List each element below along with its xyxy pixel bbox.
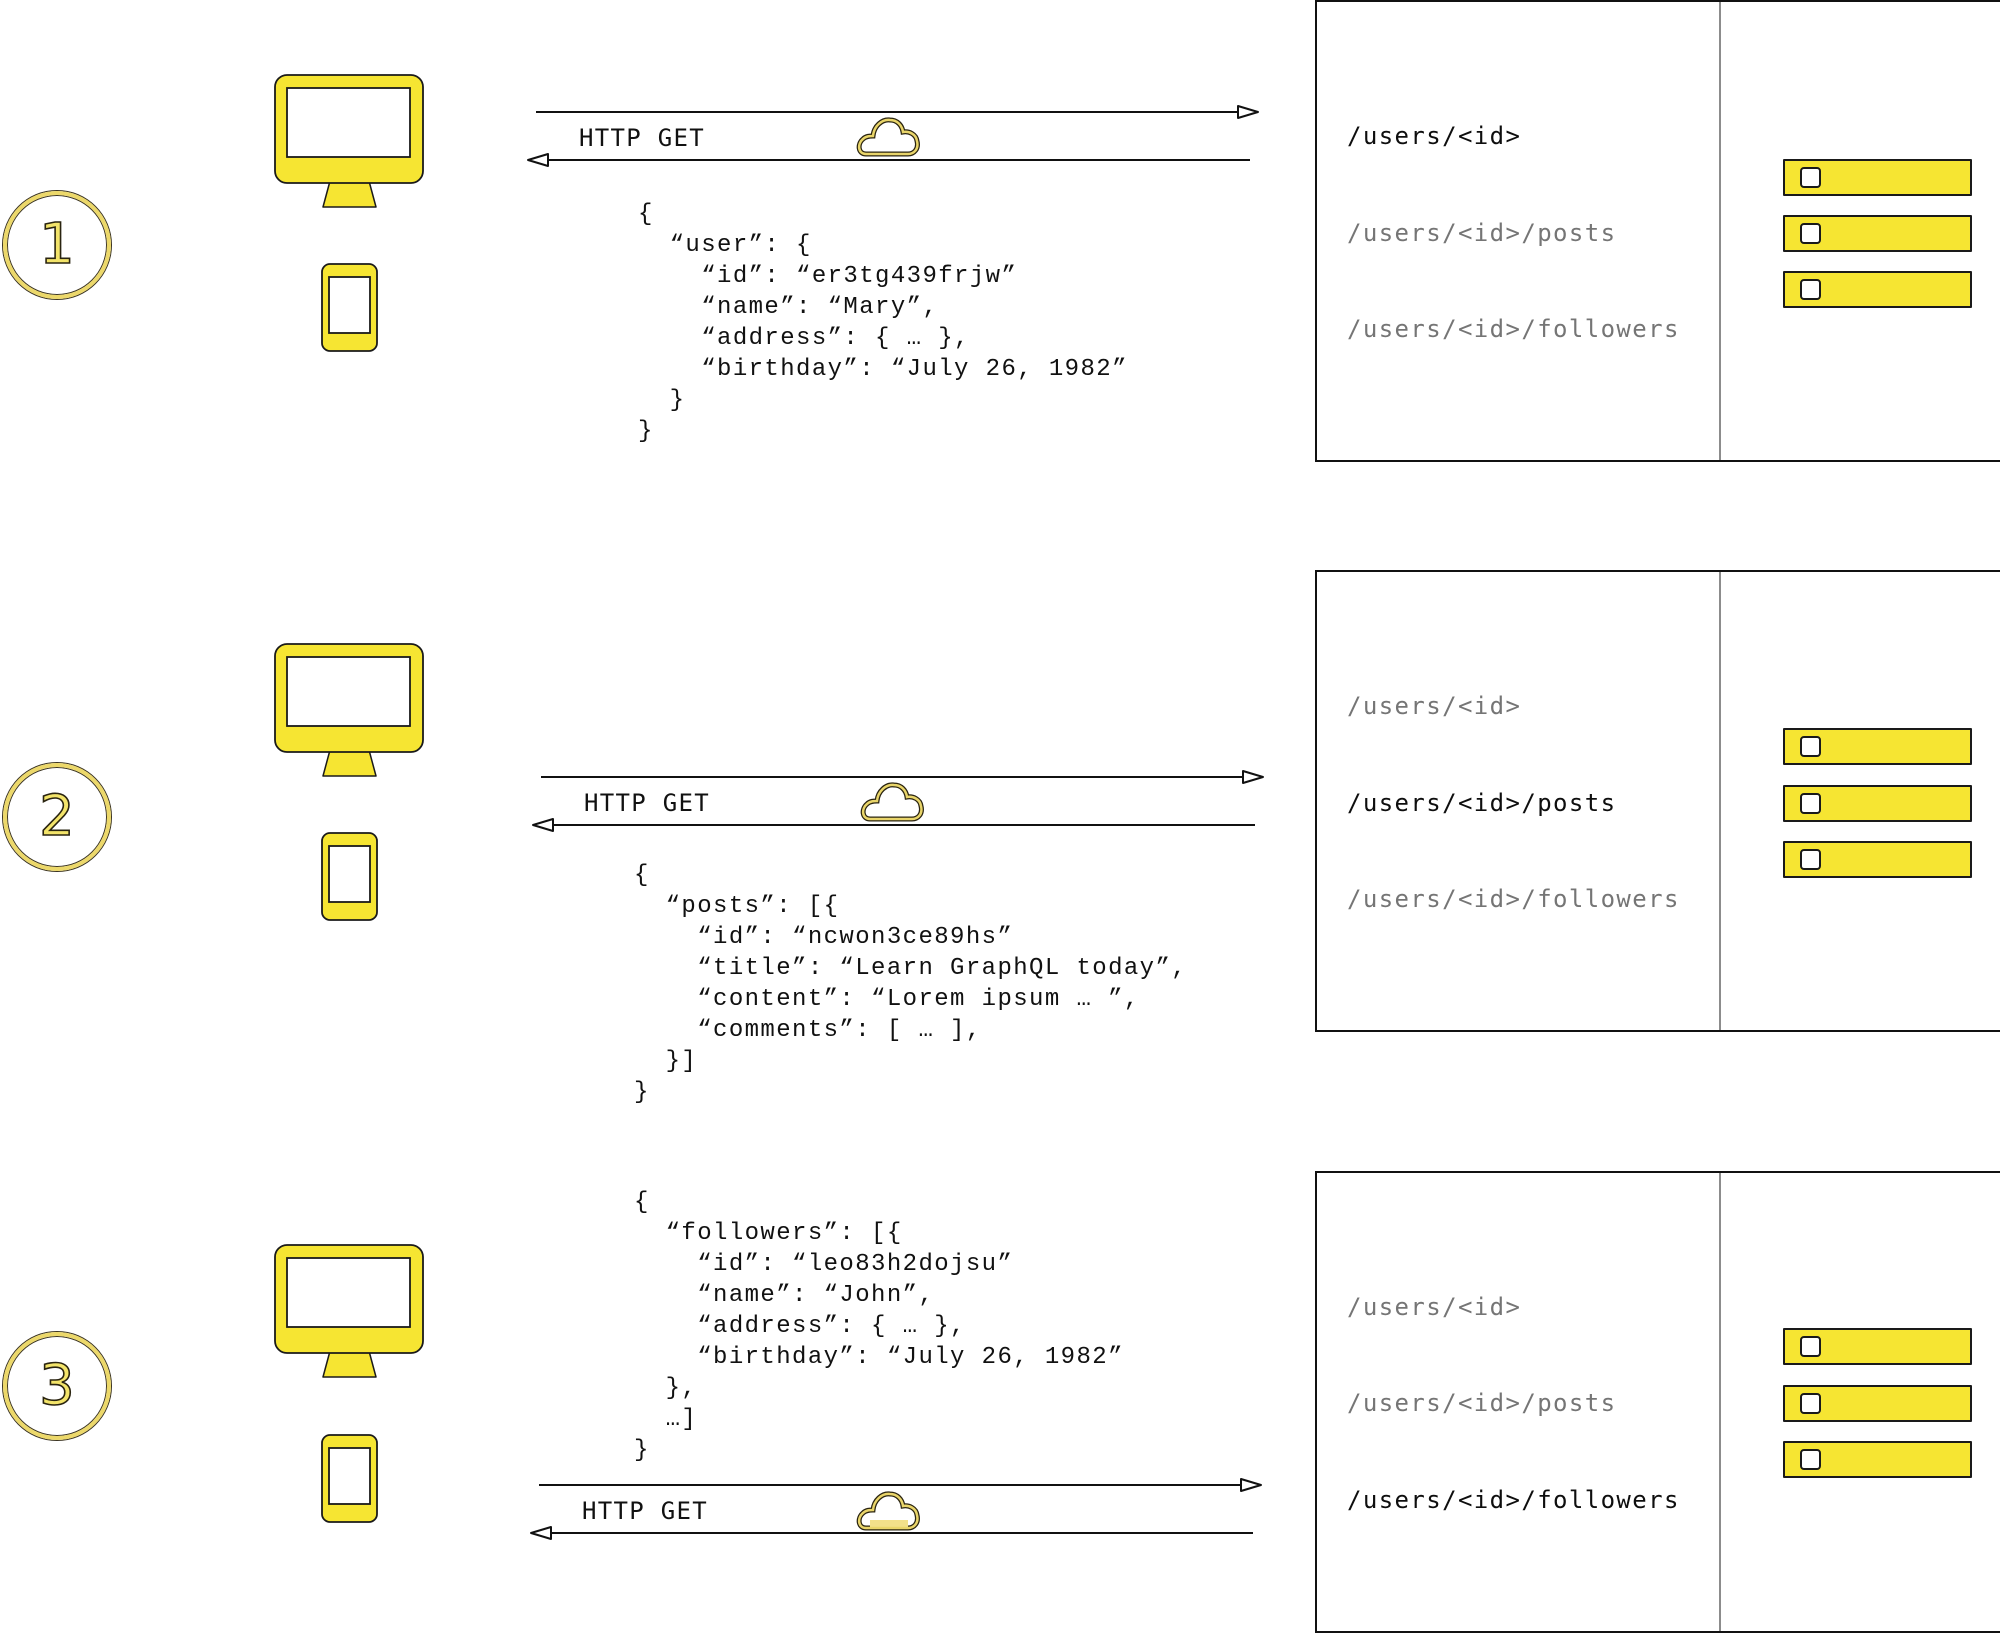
resource-bar-icon bbox=[1783, 1441, 1972, 1478]
step-number-badge: 2 bbox=[3, 763, 111, 871]
json-line: “id”: “ncwon3ce89hs” bbox=[634, 924, 1014, 951]
route-user-posts[interactable]: /users/<id>/posts bbox=[1347, 1389, 1617, 1417]
json-line: “id”: “er3tg439frjw” bbox=[638, 263, 1018, 290]
request-response-arrows bbox=[530, 1478, 1262, 1540]
json-line: { bbox=[634, 1189, 650, 1216]
route-user[interactable]: /users/<id> bbox=[1347, 122, 1522, 150]
server-endpoints-panel: /users/<id> /users/<id>/posts /users/<id… bbox=[1315, 1171, 2000, 1633]
route-user[interactable]: /users/<id> bbox=[1347, 1293, 1522, 1321]
route-user-followers[interactable]: /users/<id>/followers bbox=[1347, 885, 1680, 913]
cloud-icon bbox=[856, 1491, 920, 1531]
json-line: { bbox=[634, 862, 650, 889]
step-number: 1 bbox=[38, 212, 75, 277]
checkbox-icon bbox=[1800, 1336, 1821, 1357]
resource-bar-icon bbox=[1783, 785, 1972, 822]
step-number: 2 bbox=[38, 784, 75, 849]
request-response-arrows bbox=[532, 770, 1264, 832]
monitor-icon bbox=[274, 74, 424, 208]
route-user-posts[interactable]: /users/<id>/posts bbox=[1347, 219, 1617, 247]
resource-bar-icon bbox=[1783, 1328, 1972, 1365]
json-line: } bbox=[638, 418, 654, 445]
json-line: }] bbox=[634, 1048, 698, 1075]
cloud-icon bbox=[856, 117, 920, 157]
route-user-followers[interactable]: /users/<id>/followers bbox=[1347, 315, 1680, 343]
checkbox-icon bbox=[1800, 793, 1821, 814]
checkbox-icon bbox=[1800, 223, 1821, 244]
phone-icon bbox=[321, 263, 378, 352]
json-response: { “followers”: [{ “id”: “leo83h2dojsu” “… bbox=[634, 1187, 1124, 1466]
http-method-label: HTTP GET bbox=[579, 124, 705, 152]
json-line: “user”: { bbox=[638, 232, 812, 259]
json-line: “name”: “John”, bbox=[634, 1282, 935, 1309]
resource-bar-icon bbox=[1783, 271, 1972, 308]
server-endpoints-panel: /users/<id> /users/<id>/posts /users/<id… bbox=[1315, 570, 2000, 1032]
step-number-badge: 3 bbox=[3, 1332, 111, 1440]
monitor-icon bbox=[274, 1244, 424, 1378]
json-line: “posts”: [{ bbox=[634, 893, 840, 920]
monitor-icon bbox=[274, 643, 424, 777]
json-line: “address”: { … }, bbox=[634, 1313, 966, 1340]
json-line: …] bbox=[634, 1406, 698, 1433]
json-line: }, bbox=[634, 1375, 698, 1402]
resource-bar-icon bbox=[1783, 841, 1972, 878]
cloud-icon bbox=[860, 782, 924, 822]
json-line: “address”: { … }, bbox=[638, 325, 970, 352]
resource-bar-icon bbox=[1783, 728, 1972, 765]
checkbox-icon bbox=[1800, 736, 1821, 757]
http-method-label: HTTP GET bbox=[584, 789, 710, 817]
json-line: } bbox=[634, 1079, 650, 1106]
step-number: 3 bbox=[38, 1353, 75, 1418]
request-response-arrows bbox=[527, 105, 1259, 167]
json-line: “comments”: [ … ], bbox=[634, 1017, 982, 1044]
step-number-badge: 1 bbox=[3, 191, 111, 299]
json-line: “birthday”: “July 26, 1982” bbox=[638, 356, 1128, 383]
checkbox-icon bbox=[1800, 1449, 1821, 1470]
server-endpoints-panel: /users/<id> /users/<id>/posts /users/<id… bbox=[1315, 0, 2000, 462]
json-line: “title”: “Learn GraphQL today”, bbox=[634, 955, 1188, 982]
json-line: “id”: “leo83h2dojsu” bbox=[634, 1251, 1014, 1278]
resource-bar-icon bbox=[1783, 1385, 1972, 1422]
route-user-followers[interactable]: /users/<id>/followers bbox=[1347, 1486, 1680, 1514]
resource-bar-icon bbox=[1783, 159, 1972, 196]
json-response: { “posts”: [{ “id”: “ncwon3ce89hs” “titl… bbox=[634, 860, 1187, 1108]
json-line: “followers”: [{ bbox=[634, 1220, 903, 1247]
json-line: { bbox=[638, 201, 654, 228]
resource-bar-icon bbox=[1783, 215, 1972, 252]
json-line: } bbox=[634, 1437, 650, 1464]
checkbox-icon bbox=[1800, 279, 1821, 300]
panel-divider bbox=[1719, 1173, 1721, 1631]
phone-icon bbox=[321, 832, 378, 921]
json-line: } bbox=[638, 387, 686, 414]
json-line: “name”: “Mary”, bbox=[638, 294, 939, 321]
http-method-label: HTTP GET bbox=[582, 1497, 708, 1525]
route-user-posts[interactable]: /users/<id>/posts bbox=[1347, 789, 1617, 817]
json-line: “content”: “Lorem ipsum … ”, bbox=[634, 986, 1140, 1013]
checkbox-icon bbox=[1800, 167, 1821, 188]
route-user[interactable]: /users/<id> bbox=[1347, 692, 1522, 720]
phone-icon bbox=[321, 1434, 378, 1523]
checkbox-icon bbox=[1800, 1393, 1821, 1414]
panel-divider bbox=[1719, 572, 1721, 1030]
panel-divider bbox=[1719, 2, 1721, 460]
json-response: { “user”: { “id”: “er3tg439frjw” “name”:… bbox=[638, 199, 1128, 447]
json-line: “birthday”: “July 26, 1982” bbox=[634, 1344, 1124, 1371]
checkbox-icon bbox=[1800, 849, 1821, 870]
